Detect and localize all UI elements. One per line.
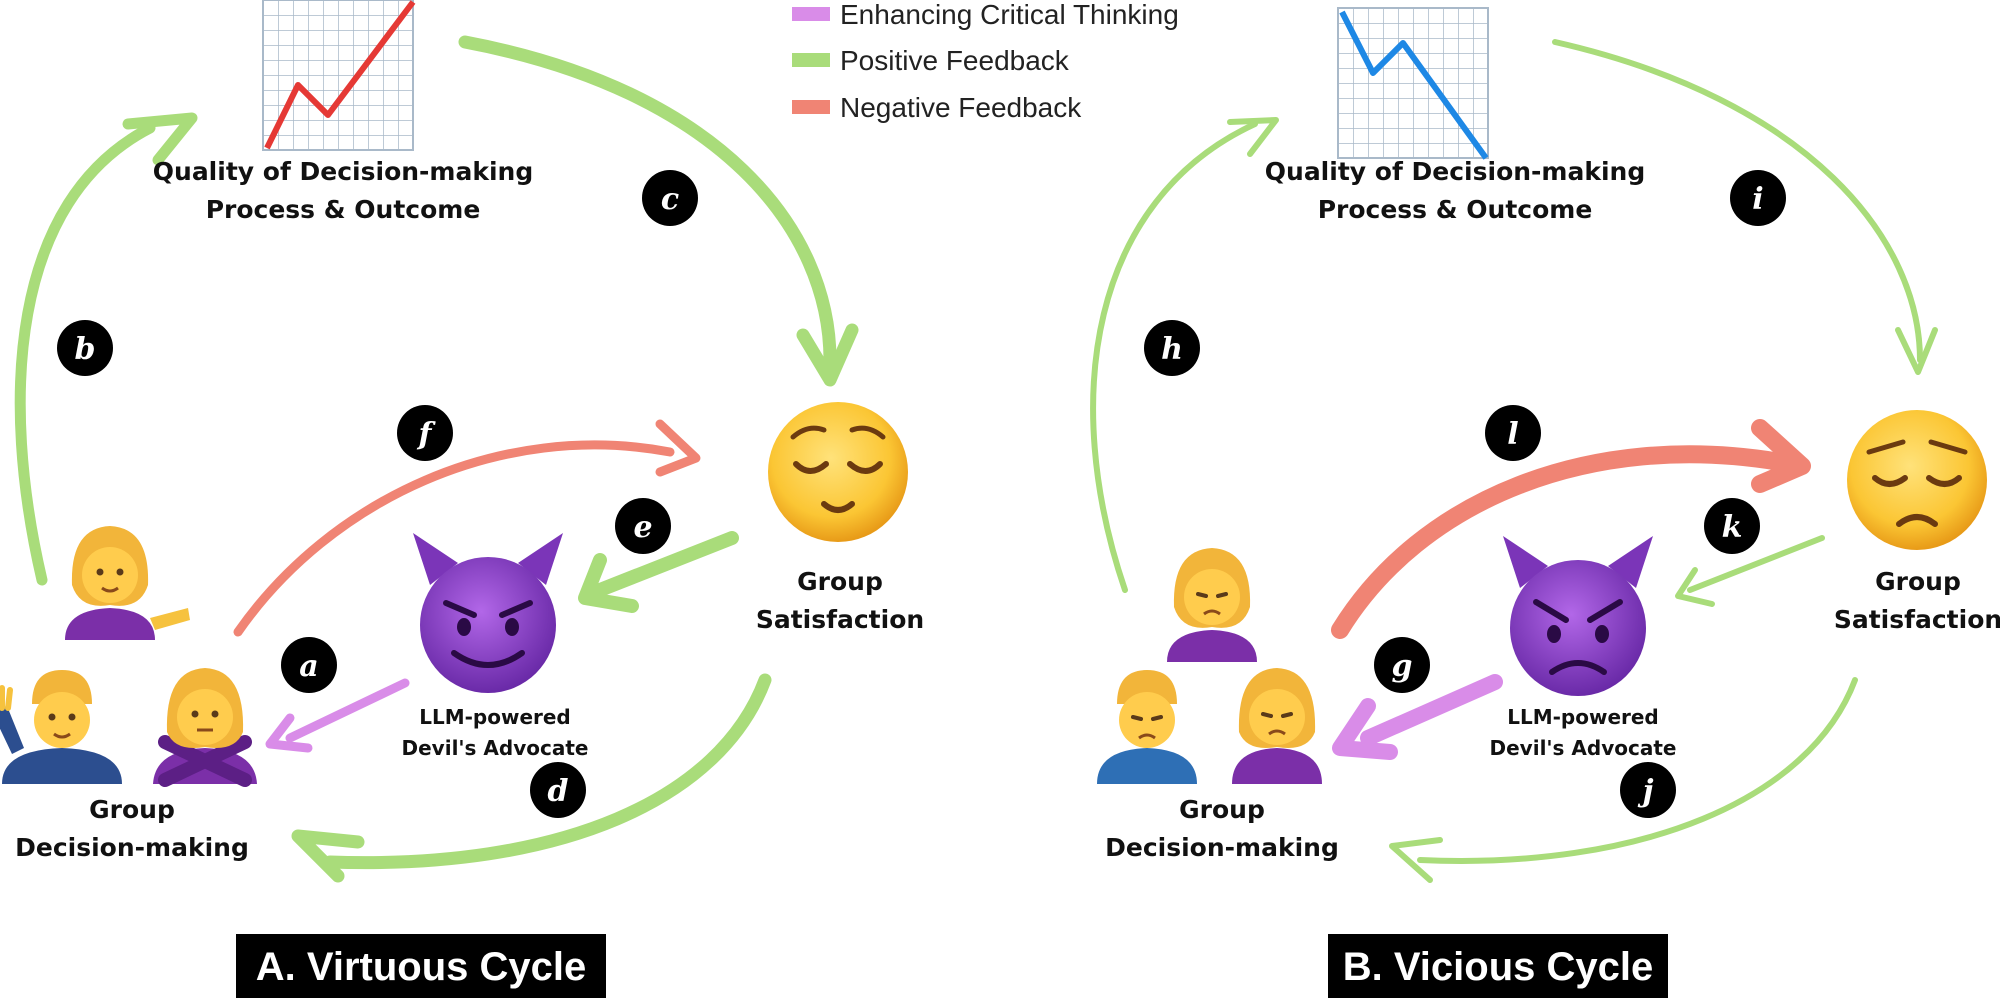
panel-a-title: A. Virtuous Cycle bbox=[236, 934, 606, 998]
group-label-line2: Decision-making bbox=[15, 833, 249, 862]
quality-label-line1: Quality of Decision-making bbox=[1265, 157, 1645, 186]
devils-advocate-label-line1: LLM-powered bbox=[1507, 705, 1659, 729]
badge-k: k bbox=[1704, 498, 1760, 554]
arrow-a bbox=[265, 678, 410, 753]
svg-text:B. Vicious Cycle: B. Vicious Cycle bbox=[1343, 945, 1654, 989]
arrow-h bbox=[1090, 117, 1279, 593]
svg-text:b: b bbox=[75, 332, 96, 367]
group-label-line1: Group bbox=[89, 795, 175, 824]
smiling-devil-icon bbox=[413, 533, 563, 693]
person-icon bbox=[1167, 548, 1257, 662]
badge-h: h bbox=[1144, 320, 1200, 376]
legend-label: Negative Feedback bbox=[840, 92, 1082, 123]
svg-text:d: d bbox=[548, 774, 569, 809]
badge-f: f bbox=[397, 405, 453, 461]
badge-i: i bbox=[1730, 170, 1786, 226]
legend-swatch-purple bbox=[792, 7, 830, 21]
devils-advocate-label-line2: Devil's Advocate bbox=[402, 736, 589, 760]
badge-e: e bbox=[615, 498, 671, 554]
legend-label: Positive Feedback bbox=[840, 45, 1070, 76]
legend-swatch-green bbox=[792, 53, 830, 67]
badge-g: g bbox=[1374, 637, 1430, 693]
satisfaction-label-line1: Group bbox=[1875, 567, 1961, 596]
quality-label-line1: Quality of Decision-making bbox=[153, 157, 533, 186]
satisfaction-label-line1: Group bbox=[797, 567, 883, 596]
arrow-k bbox=[1675, 535, 1825, 607]
svg-text:h: h bbox=[1161, 332, 1183, 367]
svg-text:l: l bbox=[1507, 417, 1518, 452]
svg-text:g: g bbox=[1392, 649, 1413, 684]
badge-b: b bbox=[57, 320, 113, 376]
badge-j: j bbox=[1620, 762, 1676, 818]
svg-text:A. Virtuous Cycle: A. Virtuous Cycle bbox=[256, 945, 586, 989]
satisfaction-label-line2: Satisfaction bbox=[756, 605, 924, 634]
svg-text:c: c bbox=[661, 182, 679, 217]
arrow-f bbox=[233, 419, 701, 637]
svg-text:i: i bbox=[1752, 182, 1763, 217]
quality-label-line2: Process & Outcome bbox=[206, 195, 481, 224]
badge-d: d bbox=[530, 762, 586, 818]
arrow-j bbox=[1389, 677, 1858, 883]
legend-swatch-red bbox=[792, 100, 830, 114]
panel-a-virtuous-cycle: Quality of Decision-making Process & Out… bbox=[0, 0, 924, 998]
devils-advocate-label-line2: Devil's Advocate bbox=[1490, 736, 1677, 760]
group-label-line2: Decision-making bbox=[1105, 833, 1339, 862]
legend-item-positive-feedback: Positive Feedback bbox=[792, 45, 1070, 76]
devils-advocate-label-line1: LLM-powered bbox=[419, 705, 571, 729]
panel-b-title: B. Vicious Cycle bbox=[1328, 934, 1668, 998]
badge-l: l bbox=[1485, 405, 1541, 461]
svg-text:k: k bbox=[1722, 510, 1743, 545]
angry-devil-icon bbox=[1503, 536, 1653, 696]
svg-text:a: a bbox=[299, 649, 318, 684]
badge-a: a bbox=[281, 637, 337, 693]
arrow-g bbox=[1332, 674, 1503, 760]
group-people-icon bbox=[0, 526, 257, 787]
group-people-icon bbox=[1097, 548, 1322, 784]
relieved-face-icon bbox=[768, 402, 908, 542]
person-icon bbox=[153, 668, 257, 787]
person-icon bbox=[1097, 670, 1197, 784]
legend-item-critical-thinking: Enhancing Critical Thinking bbox=[792, 0, 1179, 30]
panel-b-vicious-cycle: Quality of Decision-making Process & Out… bbox=[1090, 7, 2000, 998]
arrow-l bbox=[1331, 419, 1811, 639]
rising-line-chart-icon bbox=[262, 0, 416, 151]
person-icon bbox=[65, 526, 190, 640]
legend-label: Enhancing Critical Thinking bbox=[840, 0, 1179, 30]
legend: Enhancing Critical Thinking Positive Fee… bbox=[792, 0, 1179, 123]
arrow-b bbox=[14, 112, 198, 586]
quality-label-line2: Process & Outcome bbox=[1318, 195, 1593, 224]
group-label-line1: Group bbox=[1179, 795, 1265, 824]
person-icon bbox=[0, 670, 122, 784]
person-icon bbox=[1232, 668, 1322, 784]
disappointed-face-icon bbox=[1847, 410, 1987, 550]
satisfaction-label-line2: Satisfaction bbox=[1834, 605, 2000, 634]
arrow-d bbox=[291, 673, 772, 883]
arrow-c bbox=[458, 35, 859, 387]
arrow-i bbox=[1552, 39, 1938, 375]
arrow-e bbox=[578, 531, 739, 613]
legend-item-negative-feedback: Negative Feedback bbox=[792, 92, 1082, 123]
svg-text:e: e bbox=[633, 510, 652, 545]
badge-c: c bbox=[642, 170, 698, 226]
falling-line-chart-icon bbox=[1337, 7, 1489, 160]
